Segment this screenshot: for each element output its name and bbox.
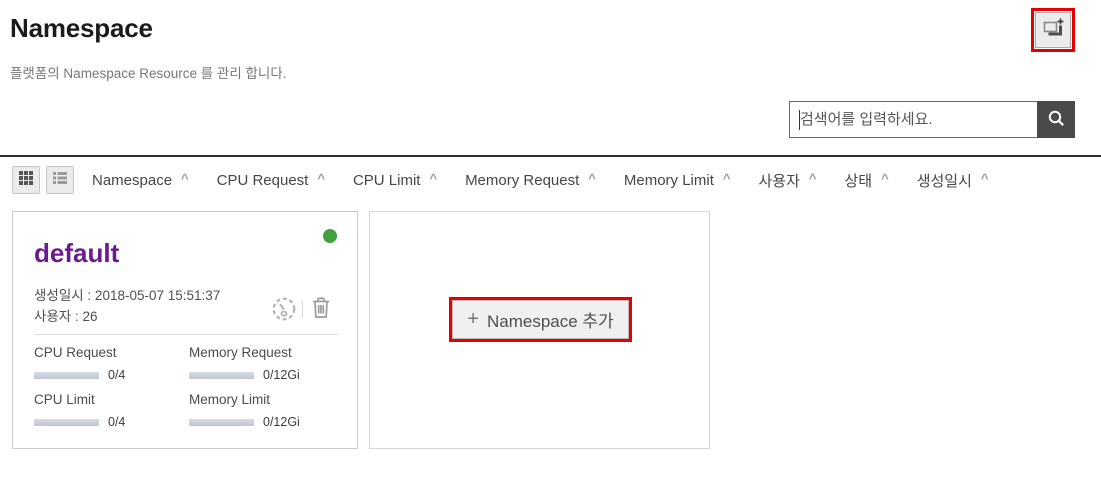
metric-cpu-limit: CPU Limit 0/4: [34, 392, 184, 429]
window-plus-icon: [1041, 16, 1065, 45]
metric-value: 0/4: [108, 415, 126, 429]
header-divider: [0, 155, 1101, 157]
list-view-icon: [52, 170, 68, 191]
namespace-card-default: default 생성일시 : 2018-05-07 15:51:37 사용자 :…: [12, 211, 358, 449]
quota-gauge-button[interactable]: [271, 296, 297, 322]
add-namespace-button[interactable]: + Namespace 추가: [452, 300, 629, 339]
metric-cpu-request: CPU Request 0/4: [34, 345, 184, 382]
sort-asc-icon: ^: [722, 170, 731, 186]
metric-memory-limit: Memory Limit 0/12Gi: [189, 392, 339, 429]
metric-value: 0/12Gi: [263, 368, 300, 382]
column-header-created-at[interactable]: 생성일시 ^: [917, 170, 989, 191]
metric-label: CPU Limit: [34, 392, 95, 407]
sort-asc-icon: ^: [181, 170, 189, 186]
trash-icon: [310, 297, 332, 323]
usage-bar: [34, 418, 99, 426]
usage-bar: [34, 371, 99, 379]
metric-label: CPU Request: [34, 345, 117, 360]
plus-icon: +: [467, 307, 479, 330]
add-namespace-card: + Namespace 추가: [369, 211, 710, 449]
add-namespace-highlight: [1031, 8, 1075, 52]
column-label: Memory Limit: [623, 171, 714, 189]
column-label: CPU Request: [216, 171, 309, 189]
search-input[interactable]: [790, 102, 1037, 137]
column-header-cpu-limit[interactable]: CPU Limit ^: [352, 170, 438, 189]
created-at-text: 생성일시 : 2018-05-07 15:51:37: [34, 288, 221, 303]
page-title: Namespace: [10, 13, 153, 43]
column-label: 사용자: [758, 172, 800, 190]
metric-memory-request: Memory Request 0/12Gi: [189, 345, 339, 382]
grid-view-button[interactable]: [12, 166, 40, 194]
add-namespace-button-highlight: + Namespace 추가: [449, 297, 632, 342]
sort-asc-icon: ^: [808, 170, 817, 186]
column-label: Memory Request: [465, 171, 580, 189]
column-label: CPU Limit: [352, 171, 421, 189]
search-input-box: [789, 101, 1037, 138]
metric-value: 0/12Gi: [263, 415, 300, 429]
metric-label: Memory Request: [189, 345, 292, 360]
page-subtitle: 플랫폼의 Namespace Resource 를 관리 합니다.: [10, 66, 287, 81]
metric-label: Memory Limit: [189, 392, 271, 407]
column-headers: Namespace ^ CPU Request ^ CPU Limit ^ Me…: [92, 166, 988, 194]
gauge-icon: [271, 297, 297, 325]
column-label: Namespace: [92, 171, 173, 189]
sort-asc-icon: ^: [429, 170, 438, 186]
add-namespace-label: Namespace 추가: [486, 312, 614, 331]
search-icon: [1047, 109, 1066, 131]
usage-bar: [189, 371, 254, 379]
column-header-cpu-request[interactable]: CPU Request ^: [216, 170, 325, 189]
usage-bar: [189, 418, 254, 426]
column-header-memory-request[interactable]: Memory Request ^: [465, 170, 596, 189]
sort-asc-icon: ^: [588, 170, 596, 186]
grid-view-icon: [18, 170, 34, 191]
list-view-button[interactable]: [46, 166, 74, 194]
card-divider: [34, 334, 338, 335]
namespace-name-link[interactable]: default: [34, 238, 120, 268]
sort-asc-icon: ^: [881, 170, 889, 186]
column-header-memory-limit[interactable]: Memory Limit ^: [623, 170, 731, 189]
text-cursor: [799, 110, 800, 130]
search-button[interactable]: [1037, 101, 1075, 138]
column-label: 상태: [844, 172, 873, 190]
metric-value: 0/4: [108, 368, 126, 382]
sort-asc-icon: ^: [980, 170, 989, 186]
sort-asc-icon: ^: [317, 170, 325, 186]
status-indicator-green: [323, 229, 337, 243]
column-header-namespace[interactable]: Namespace ^: [92, 170, 189, 189]
delete-namespace-button[interactable]: [309, 296, 333, 322]
icon-separator: [302, 301, 303, 318]
search-bar: [789, 101, 1075, 138]
add-namespace-icon-button[interactable]: [1035, 12, 1071, 48]
column-label: 생성일시: [916, 172, 972, 190]
column-header-users[interactable]: 사용자 ^: [758, 170, 816, 191]
column-header-status[interactable]: 상태 ^: [844, 170, 888, 191]
users-count-text: 사용자 : 26: [34, 309, 98, 324]
